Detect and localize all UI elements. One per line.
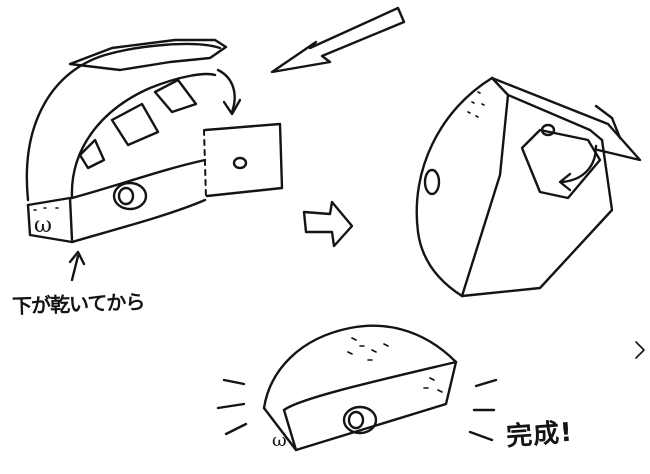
block-arrow-middle	[302, 200, 354, 248]
side-hole-inner	[117, 186, 135, 206]
emphasis-left-3	[224, 422, 248, 436]
front-face-bottom	[26, 203, 74, 244]
flap-arrow-shaft	[560, 144, 598, 184]
top-ridge	[490, 76, 642, 162]
wedge-top	[262, 324, 458, 410]
step-1-cheese-block: ω	[25, 38, 284, 282]
ridge-inner	[490, 76, 604, 142]
side-top-edge	[70, 158, 207, 200]
up-arrow-head	[68, 250, 86, 266]
up-arrow-shaft	[70, 254, 80, 282]
flap-arrow-head	[558, 172, 572, 192]
folded-flap	[520, 128, 602, 200]
emphasis-left-1	[222, 378, 246, 386]
flap-panel	[203, 122, 284, 198]
wedge-bottom-mark: ω	[272, 430, 287, 451]
side-bottom-edge	[70, 198, 207, 244]
flap-hole	[232, 156, 248, 170]
block-outer-arch	[25, 42, 222, 202]
wedge-hole	[342, 405, 378, 435]
fold-line	[203, 129, 207, 199]
step-3-cheese-block: ω	[216, 324, 498, 452]
top-strip	[68, 38, 228, 72]
caption-complete: 完成!	[505, 417, 574, 453]
step2-hole	[540, 123, 556, 137]
right-bottom	[460, 138, 614, 298]
front-dots	[33, 207, 59, 211]
caption-after-dry: 下が乾いてから	[11, 289, 145, 319]
bottom-mark: ω	[34, 213, 52, 238]
front-edge	[460, 93, 510, 298]
side-hole	[112, 181, 148, 211]
wedge-top-dots	[347, 337, 389, 361]
step2-dots	[467, 91, 485, 118]
curved-arrow-head	[222, 98, 242, 116]
wedge-body	[262, 360, 458, 452]
big-arrow-top	[270, 6, 406, 74]
wedge-side-dots	[423, 377, 443, 393]
wedge-front-edge	[282, 360, 458, 452]
arrow-top-outline	[270, 6, 406, 74]
tape-piece-1	[153, 78, 198, 114]
emphasis-right-3	[468, 430, 494, 442]
wedge-hole-inner	[347, 410, 365, 430]
tape-piece-2	[110, 102, 160, 147]
front-face-left	[26, 196, 74, 242]
block-inner-arch	[70, 72, 217, 200]
emphasis-right-1	[474, 378, 498, 388]
emphasis-left-2	[216, 402, 246, 410]
top-right-tab	[594, 104, 622, 140]
tape-piece-3	[78, 138, 106, 170]
left-curve	[415, 76, 494, 298]
curved-arrow-shaft	[216, 68, 236, 114]
edge-mark	[635, 341, 645, 359]
step2-side-hole	[423, 168, 441, 196]
step-2-cheese-block	[415, 76, 642, 298]
arrow-middle-outline	[302, 200, 354, 248]
